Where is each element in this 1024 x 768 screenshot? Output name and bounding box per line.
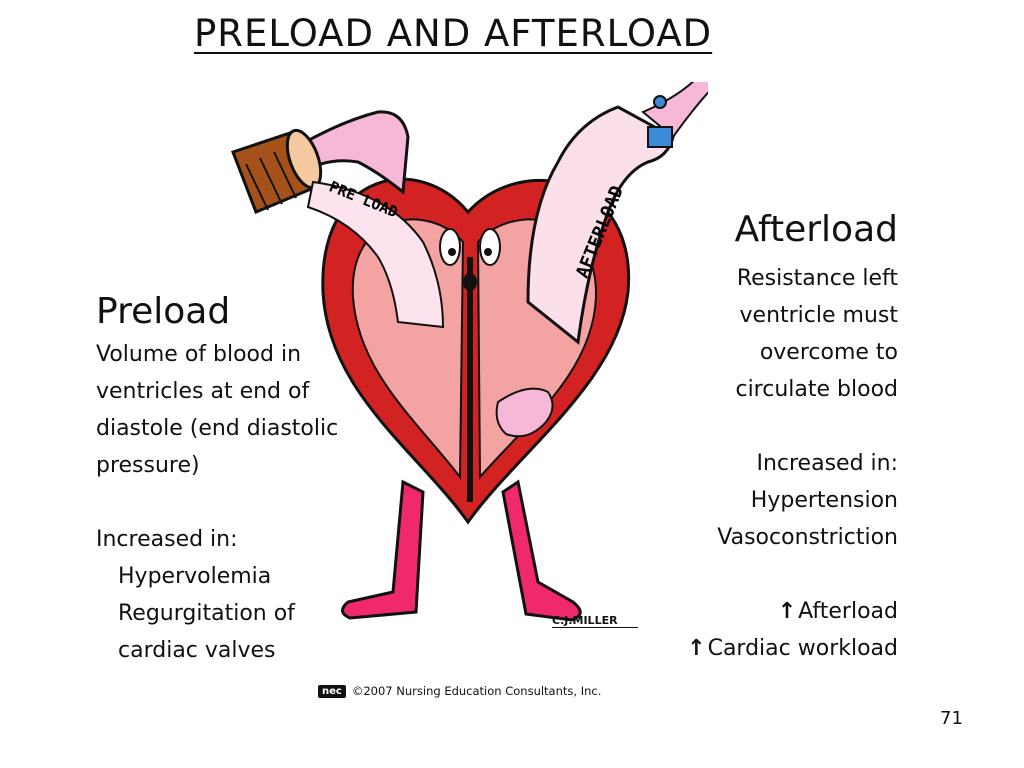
copyright-text: ©2007 Nursing Education Consultants, Inc… bbox=[351, 684, 602, 698]
afterload-definition-line: overcome to bbox=[759, 340, 898, 365]
up-arrow-icon: ↑ bbox=[777, 599, 797, 624]
afterload-vessel bbox=[526, 105, 675, 345]
preload-cause: cardiac valves bbox=[118, 638, 276, 663]
left-eye bbox=[439, 228, 461, 266]
afterload-heading: Afterload bbox=[734, 209, 898, 250]
preload-cause: Hypervolemia bbox=[118, 564, 272, 589]
preload-increased-label: Increased in: bbox=[96, 527, 238, 552]
mouth bbox=[463, 273, 477, 291]
preload-heading: Preload bbox=[96, 291, 231, 332]
clamp bbox=[647, 126, 673, 148]
nec-logo: nec bbox=[318, 684, 346, 698]
afterload-cause: Vasoconstriction bbox=[717, 525, 898, 550]
afterload-effect-text: Cardiac workload bbox=[707, 636, 898, 661]
right-eye bbox=[479, 228, 501, 266]
afterload-increased-label: Increased in: bbox=[756, 451, 898, 476]
slide-title: PRELOAD AND AFTERLOAD bbox=[194, 12, 713, 55]
preload-definition-line: ventricles at end of bbox=[96, 379, 310, 404]
afterload-definition-line: circulate blood bbox=[735, 377, 898, 402]
preload-cause: Regurgitation of bbox=[118, 601, 295, 626]
clamp-knob bbox=[653, 95, 667, 109]
preload-arm bbox=[285, 110, 410, 195]
afterload-effect: ↑Cardiac workload bbox=[687, 630, 898, 667]
right-leg bbox=[501, 479, 582, 622]
up-arrow-icon: ↑ bbox=[687, 636, 706, 661]
heart-illustration: PRE LOAD AFTERLOAD bbox=[231, 82, 708, 622]
afterload-effect-text: Afterload bbox=[798, 599, 898, 624]
preload-section: Preload Volume of blood in ventricles at… bbox=[96, 288, 396, 669]
preload-stream bbox=[306, 180, 445, 329]
artist-signature: C.J.MILLER bbox=[552, 614, 638, 628]
afterload-cause: Hypertension bbox=[750, 488, 898, 513]
afterload-definition-line: Resistance left bbox=[736, 266, 898, 291]
afterload-section: Afterload Resistance left ventricle must… bbox=[687, 206, 898, 667]
hand bbox=[495, 387, 554, 438]
afterload-definition-line: ventricle must bbox=[739, 303, 898, 328]
left-leg bbox=[341, 479, 425, 620]
preload-definition-line: pressure) bbox=[96, 453, 200, 478]
copyright-notice: nec ©2007 Nursing Education Consultants,… bbox=[318, 684, 601, 698]
afterload-effect: ↑Afterload bbox=[687, 593, 898, 630]
preload-definition-line: diastole (end diastolic bbox=[96, 416, 339, 441]
page-number: 71 bbox=[940, 708, 963, 729]
preload-definition-line: Volume of blood in bbox=[96, 342, 302, 367]
